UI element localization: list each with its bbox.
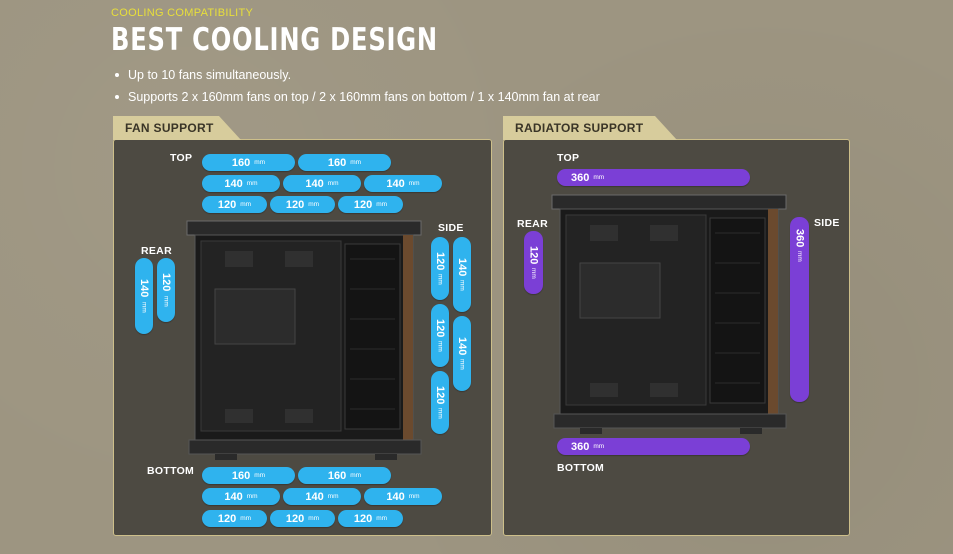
page-title: BEST COOLING DESIGN <box>111 22 438 58</box>
radiator-side-label: SIDE <box>814 217 840 229</box>
pc-case-image-right <box>551 194 787 434</box>
feature-bullet: Supports 2 x 160mm fans on top / 2 x 160… <box>113 88 600 110</box>
feature-bullet: Up to 10 fans simultaneously. <box>113 66 600 88</box>
eyebrow-text: COOLING COMPATIBILITY <box>111 7 254 19</box>
fan-side-label: SIDE <box>438 222 464 234</box>
pc-case-image-left <box>186 220 422 460</box>
radiator-top-label: TOP <box>557 152 580 164</box>
fan-top-label: TOP <box>170 152 193 164</box>
feature-list: Up to 10 fans simultaneously. Supports 2… <box>113 66 600 110</box>
radiator-bottom-label: BOTTOM <box>557 462 605 474</box>
fan-support-tab: FAN SUPPORT <box>113 116 241 140</box>
fan-rear-label: REAR <box>141 245 172 257</box>
fan-bottom-label: BOTTOM <box>147 465 195 477</box>
radiator-rear-label: REAR <box>517 218 548 230</box>
radiator-support-tab: RADIATOR SUPPORT <box>503 116 677 140</box>
